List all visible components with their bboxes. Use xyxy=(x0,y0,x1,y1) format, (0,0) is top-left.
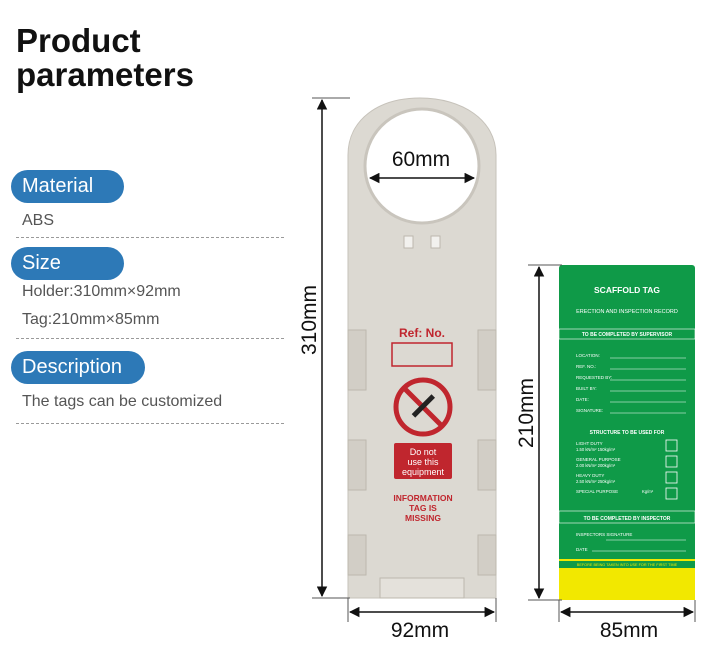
duty-checkbox xyxy=(665,471,678,484)
duty-name: SPECIAL PURPOSE xyxy=(576,489,618,494)
structure-header: STRUCTURE TO BE USED FOR xyxy=(590,430,665,436)
description-label: Description xyxy=(11,351,145,384)
duty-spec: 1.50 kN/m² 150kg/m² xyxy=(576,447,616,452)
holder-size: Holder:310mm×92mm xyxy=(22,283,181,300)
supervisor-field: REQUESTED BY: xyxy=(576,375,612,380)
warning-box xyxy=(394,443,452,479)
prohibition-icon xyxy=(393,377,453,437)
warning-line: use this xyxy=(407,457,439,467)
tag-holder: Ref: No. Do not use this equipment INFOR… xyxy=(347,97,497,599)
supervisor-field: BUILT BY: xyxy=(576,386,597,391)
ref-box xyxy=(391,342,453,367)
hole-dimension: 60mm xyxy=(392,148,450,171)
warning-line: Do not xyxy=(410,447,437,457)
supervisor-field: LOCATION: xyxy=(576,353,600,358)
tag-footer: BEFORE BEING TAKEN INTO USE FOR THE FIRS… xyxy=(577,563,678,567)
tag-size: Tag:210mm×85mm xyxy=(22,311,160,328)
supervisor-field: DATE: xyxy=(576,397,589,402)
missing-line: MISSING xyxy=(405,513,441,523)
supervisor-field: SIGNATURE: xyxy=(576,408,603,413)
duty-name: GENERAL PURPOSE xyxy=(576,457,621,462)
scaffold-tag: SCAFFOLD TAG ERECTION AND INSPECTION REC… xyxy=(558,265,696,600)
duty-name: LIGHT DUTY xyxy=(576,441,603,446)
inspector-field: DATE xyxy=(576,547,588,552)
description-value: The tags can be customized xyxy=(22,393,223,410)
size-label: Size xyxy=(11,247,124,280)
warning-line: equipment xyxy=(402,467,445,477)
duty-checkbox xyxy=(665,439,678,452)
tag-height: 210mm xyxy=(515,378,538,448)
missing-line: TAG IS xyxy=(409,503,437,513)
missing-line: INFORMATION xyxy=(393,493,452,503)
duty-spec: 2.00 kN/m² 200kg/m² xyxy=(576,463,616,468)
duty-checkbox xyxy=(665,455,678,468)
material-value: ABS xyxy=(22,212,55,229)
inspector-header: TO BE COMPLETED BY INSPECTOR xyxy=(584,516,671,522)
hanging-hole xyxy=(363,107,481,225)
duty-name: HEAVY DUTY xyxy=(576,473,604,478)
tag-width: 85mm xyxy=(600,619,658,642)
supervisor-header: TO BE COMPLETED BY SUPERVISOR xyxy=(582,332,673,338)
duty-checkbox xyxy=(665,487,678,500)
page-title-line2: parameters xyxy=(16,56,194,93)
tag-subtitle: ERECTION AND INSPECTION RECORD xyxy=(576,309,678,315)
holder-width: 92mm xyxy=(391,619,449,642)
divider xyxy=(16,338,284,339)
supervisor-field: REF. NO.: xyxy=(576,364,596,369)
divider xyxy=(16,237,284,238)
divider xyxy=(16,423,284,424)
duty-spec: Kg/m² xyxy=(642,489,654,494)
ref-label: Ref: No. xyxy=(399,326,445,340)
page-title: Product parameters xyxy=(16,24,194,92)
tag-title: SCAFFOLD TAG xyxy=(594,285,660,295)
duty-spec: 2.50 kN/m² 250kg/m² xyxy=(576,479,616,484)
inspector-field: INSPECTORS SIGNATURE xyxy=(576,532,632,537)
holder-height: 310mm xyxy=(298,285,321,355)
material-label: Material xyxy=(11,170,124,203)
page-title-line1: Product xyxy=(16,22,141,59)
